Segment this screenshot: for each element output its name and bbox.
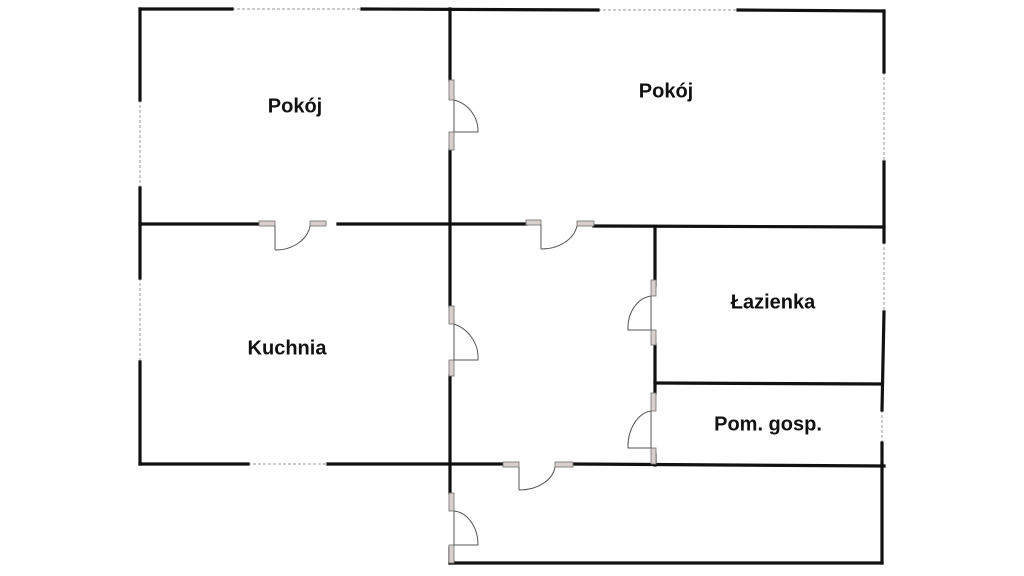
door-hall-bottom: [502, 461, 574, 491]
door-pokoj-kuchnia: [258, 220, 327, 251]
door-kuchnia-hall: [448, 305, 479, 377]
door-pokoj-hall: [525, 219, 595, 250]
room-label-pokoj-2: Pokój: [638, 80, 694, 103]
room-label-pom-gosp: Pom. gosp.: [714, 413, 822, 436]
room-label-pokoj-1: Pokój: [267, 95, 323, 118]
doors: [258, 79, 657, 564]
door-entrance: [448, 492, 479, 564]
door-pokoj-pokoj: [448, 79, 479, 151]
walls: [138, 7, 886, 565]
room-label-lazienka: Łazienka: [730, 291, 816, 314]
door-lazienka: [627, 279, 657, 346]
door-pom-gosp: [627, 392, 657, 465]
windows: [139, 8, 885, 465]
room-label-kuchnia: Kuchnia: [247, 337, 327, 360]
